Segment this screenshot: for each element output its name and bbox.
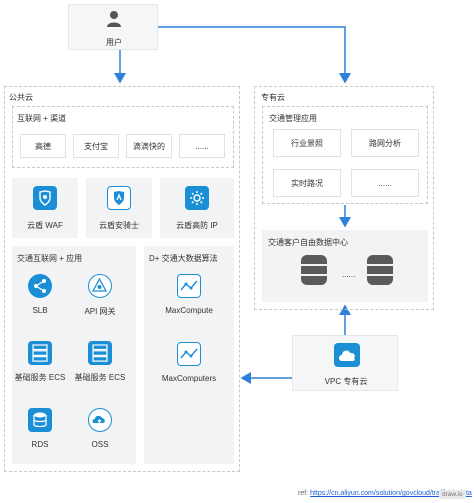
arrow-user-to-private — [158, 26, 351, 84]
ref-label: ref: — [298, 490, 309, 497]
ref-link[interactable]: https://cn.aliyun.com/solution/govcloud/… — [310, 490, 472, 497]
bigdata-label: MaxComputers — [161, 374, 217, 383]
slb-label: SLB — [32, 306, 48, 315]
customer-datacenter: 交通客户自由数据中心 ...... — [262, 230, 428, 302]
mgmt-item: ...... — [351, 169, 419, 197]
private-cloud-title: 专有云 — [261, 93, 285, 102]
datacenter-title: 交通客户自由数据中心 — [268, 238, 348, 247]
security-waf: 云盾 WAF — [12, 178, 78, 238]
channel-item: 滴滴快的 — [126, 134, 172, 158]
ecs-server-icon — [88, 341, 112, 365]
datacenter-ellipsis: ...... — [342, 270, 356, 279]
rds-database-icon — [28, 408, 52, 432]
cloud-icon — [334, 343, 360, 367]
oss-storage-icon — [88, 408, 112, 432]
channel-item: 支付宝 — [73, 134, 119, 158]
vpc-node: VPC 专有云 — [292, 335, 398, 391]
internet-channel-title: 互联网 + 渠道 — [17, 114, 67, 123]
ecs-label: 基础服务 ECS — [14, 373, 66, 382]
bigdata-label: MaxCompute — [165, 306, 213, 315]
security-aegis: 云盾安骑士 — [86, 178, 152, 238]
internet-channel-group: 互联网 + 渠道 高德 支付宝 滴滴快的 ...... — [12, 106, 234, 168]
user-label: 用户 — [106, 38, 122, 47]
security-label: 云盾高防 IP — [176, 221, 218, 230]
internet-app-title: 交通互联网 + 应用 — [17, 254, 83, 263]
waf-icon — [33, 186, 57, 210]
ecs-server-icon — [28, 341, 52, 365]
maxcompute-icon — [177, 342, 201, 366]
bigdata-panel: D+ 交通大数据算法 MaxCompute MaxComputers — [144, 246, 234, 464]
private-cloud-container: 专有云 — [254, 86, 434, 310]
traffic-mgmt-title: 交通管理应用 — [269, 114, 317, 123]
security-label: 云盾 WAF — [27, 221, 63, 230]
shield-icon — [107, 186, 131, 210]
api-gateway-label: API 网关 — [84, 307, 116, 316]
user-icon — [106, 10, 122, 33]
watermark-badge: draw.io — [439, 490, 466, 499]
mgmt-item: 行业景照 — [273, 129, 341, 157]
database-icon — [300, 254, 328, 291]
oss-label: OSS — [91, 440, 109, 449]
ecs-label: 基础服务 ECS — [74, 373, 126, 382]
channel-item: 高德 — [20, 134, 66, 158]
slb-icon — [28, 274, 52, 298]
public-cloud-container: 公共云 — [4, 86, 240, 472]
public-cloud-title: 公共云 — [9, 93, 33, 102]
bigdata-title: D+ 交通大数据算法 — [149, 254, 218, 263]
rds-label: RDS — [31, 440, 49, 449]
gear-icon — [185, 186, 209, 210]
database-icon — [366, 254, 394, 291]
security-anti-ddos: 云盾高防 IP — [160, 178, 234, 238]
reference-footer: ref: https://cn.aliyun.com/solution/govc… — [298, 490, 472, 497]
maxcompute-icon — [177, 274, 201, 298]
mgmt-item: 实时路况 — [273, 169, 341, 197]
traffic-mgmt-group: 交通管理应用 行业景照 路网分析 实时路况 ...... — [262, 106, 428, 204]
mgmt-item: 路网分析 — [351, 129, 419, 157]
api-gateway-icon — [88, 274, 112, 298]
user-node: 用户 — [68, 4, 158, 50]
vpc-label: VPC 专有云 — [324, 377, 368, 386]
channel-item: ...... — [179, 134, 225, 158]
security-label: 云盾安骑士 — [99, 221, 139, 230]
